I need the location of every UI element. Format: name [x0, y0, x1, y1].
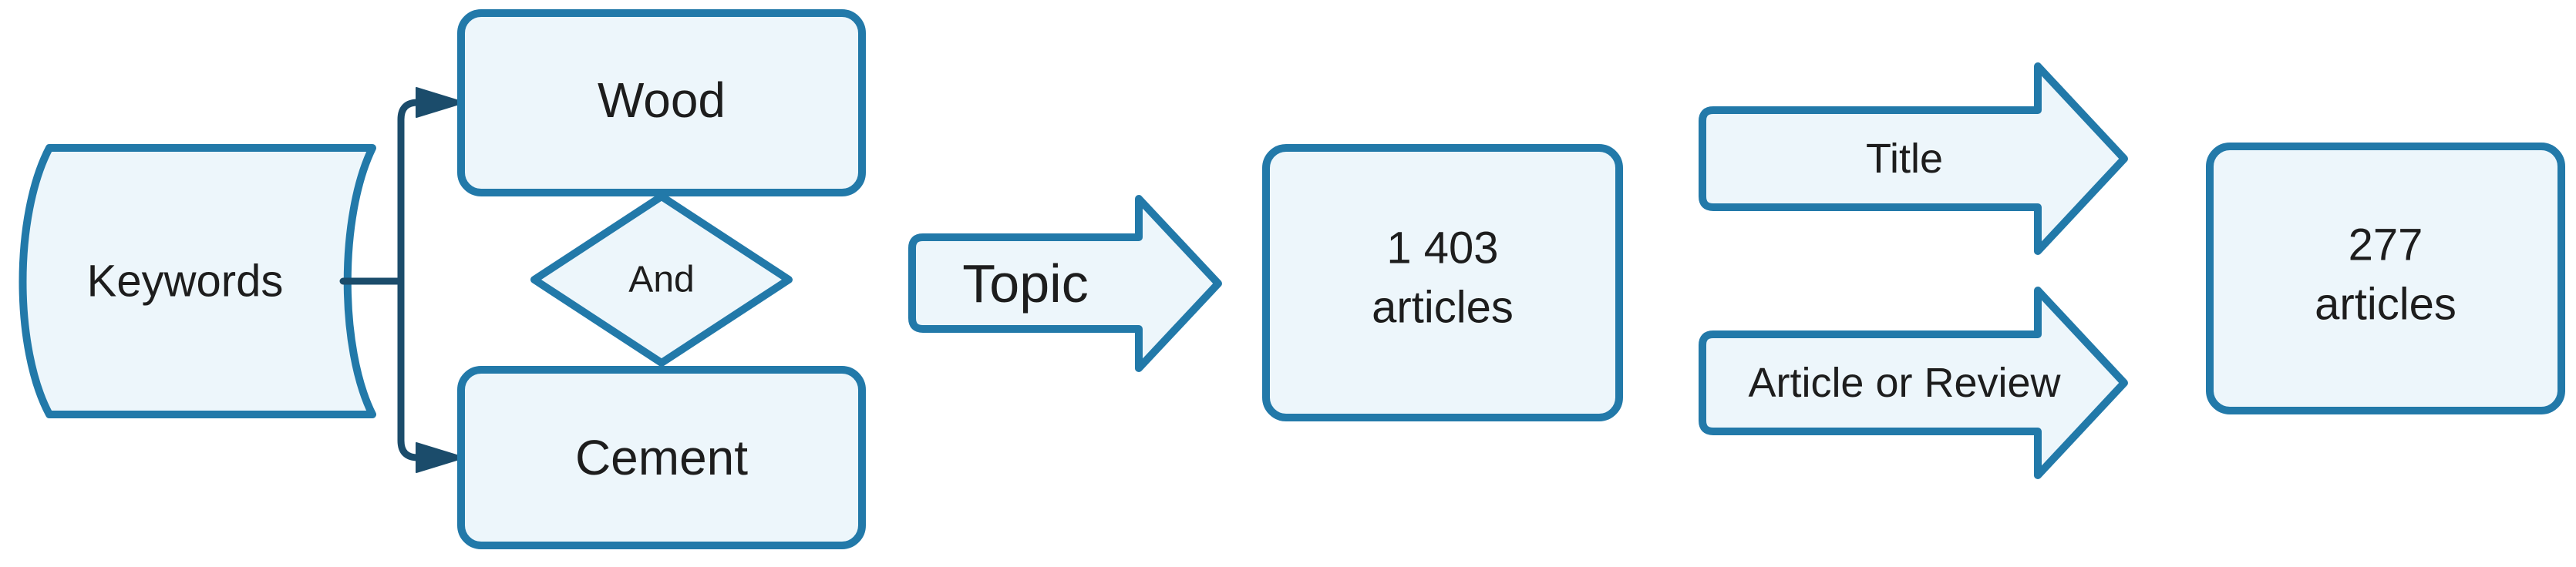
articles-277-unit: articles: [2315, 280, 2456, 330]
arrowhead-to-cement: [416, 442, 465, 473]
cement-label: Cement: [575, 430, 748, 485]
keywords-shape: [19, 144, 376, 418]
article-or-review-arrow: [1699, 287, 2128, 479]
and-diamond: [530, 193, 793, 367]
keywords-label: Keywords: [87, 257, 284, 307]
title-label: Title: [1866, 136, 1943, 182]
cement-box: [457, 366, 866, 549]
and-label: And: [628, 260, 694, 300]
wood-label: Wood: [598, 72, 726, 128]
articles-1403-unit: articles: [1372, 283, 1514, 333]
articles-1403-box: [1262, 144, 1623, 421]
article-or-review-label: Article or Review: [1748, 360, 2061, 406]
topic-label: Topic: [962, 253, 1088, 314]
arrowhead-to-wood: [416, 87, 465, 118]
articles-277-count: 277: [2349, 220, 2423, 270]
title-arrow: [1699, 62, 2128, 255]
articles-1403-count: 1 403: [1386, 223, 1498, 273]
topic-arrow: [908, 195, 1222, 372]
articles-277-box: [2206, 143, 2565, 414]
